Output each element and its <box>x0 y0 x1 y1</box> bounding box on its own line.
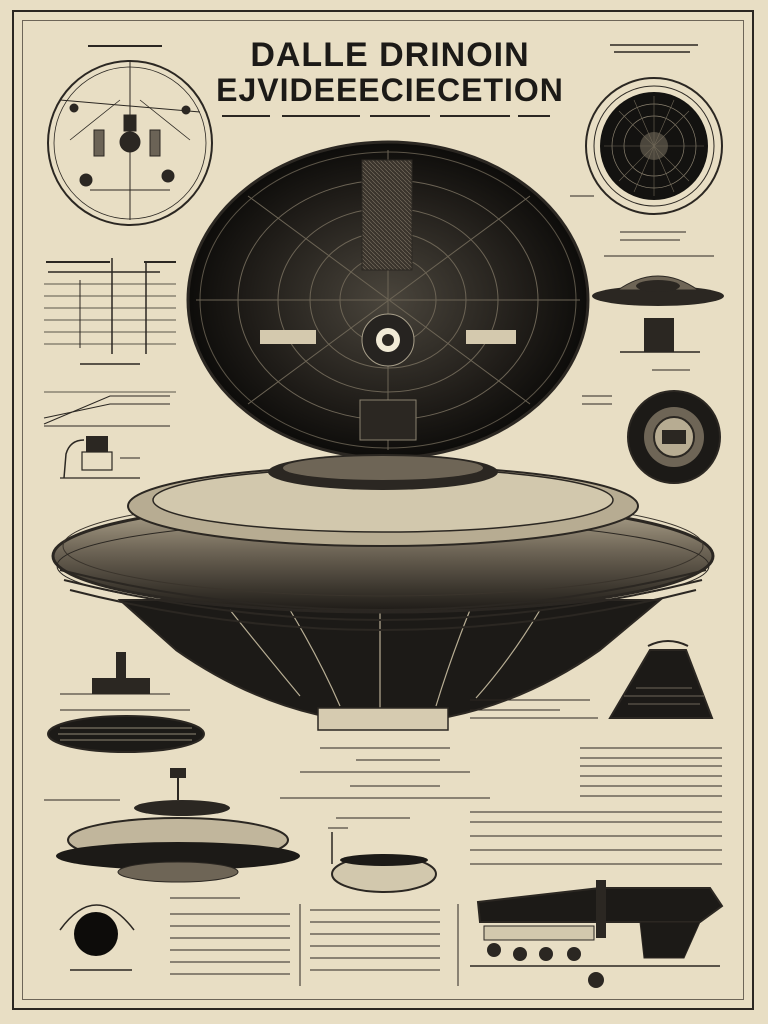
right-text-block <box>470 699 722 865</box>
saucer-hull <box>51 454 715 731</box>
bottom-right-vehicle <box>470 880 724 988</box>
poster-subtitle: EJVIDEEECIECETION <box>216 72 564 108</box>
left-vertical-bars-schematic <box>44 258 176 393</box>
top-left-schematic-circle <box>47 60 213 226</box>
right-annotation-lines <box>570 195 714 257</box>
bottom-left-lens <box>59 904 135 971</box>
outer-border <box>12 10 754 1010</box>
right-small-saucer <box>592 275 724 371</box>
central-dome <box>186 140 590 460</box>
top-right-labels <box>610 44 698 53</box>
center-caption-lines <box>280 747 490 819</box>
right-engine-circle <box>627 390 721 484</box>
bottom-text-columns <box>170 897 459 986</box>
left-ramp-diagram <box>43 395 170 427</box>
left-small-machine <box>60 436 140 479</box>
top-right-turbine-circle <box>585 77 723 215</box>
center-pod <box>328 827 437 893</box>
left-stacked-module <box>47 652 205 753</box>
left-lower-saucer <box>44 768 300 883</box>
right-bell-module <box>608 640 714 719</box>
right-mid-labels <box>582 395 612 405</box>
poster-title: DALLE DRINOIN <box>250 36 530 74</box>
inner-border <box>22 20 744 1000</box>
